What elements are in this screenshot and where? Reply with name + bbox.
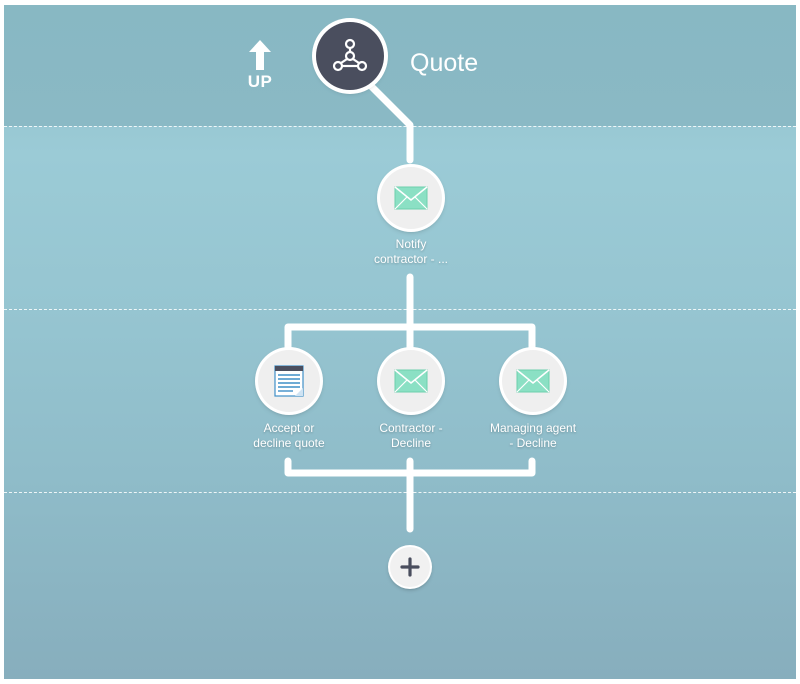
- up-button[interactable]: UP: [240, 38, 280, 94]
- node-notify-contractor[interactable]: [380, 167, 442, 229]
- node-managing-agent-decline[interactable]: [502, 350, 564, 412]
- email-icon: [394, 369, 428, 393]
- connector-branch-bottom: [284, 457, 536, 533]
- email-icon: [516, 369, 550, 393]
- level-divider: [4, 126, 796, 127]
- connector-lines: [284, 61, 536, 533]
- node-contractor-decline[interactable]: [380, 350, 442, 412]
- level-divider: [4, 492, 796, 493]
- workflow-title: Quote: [410, 49, 479, 77]
- root-workflow-node[interactable]: [316, 22, 384, 90]
- up-label: UP: [247, 72, 273, 91]
- form-document-icon: [274, 365, 304, 397]
- header-band: [4, 5, 796, 126]
- workflow-hierarchy-icon: [332, 38, 368, 72]
- plus-icon: [400, 557, 420, 577]
- node-label-contractor: Contractor -Decline: [379, 421, 443, 450]
- arrow-up-icon: [249, 40, 271, 70]
- connector-root: [346, 61, 414, 164]
- connector-branch-top: [284, 323, 536, 355]
- node-label-agent: Managing agent- Decline: [489, 421, 577, 450]
- email-icon: [394, 186, 428, 210]
- add-step-button[interactable]: [390, 547, 430, 587]
- node-accept-decline-quote[interactable]: [258, 350, 320, 412]
- level-divider: [4, 309, 796, 310]
